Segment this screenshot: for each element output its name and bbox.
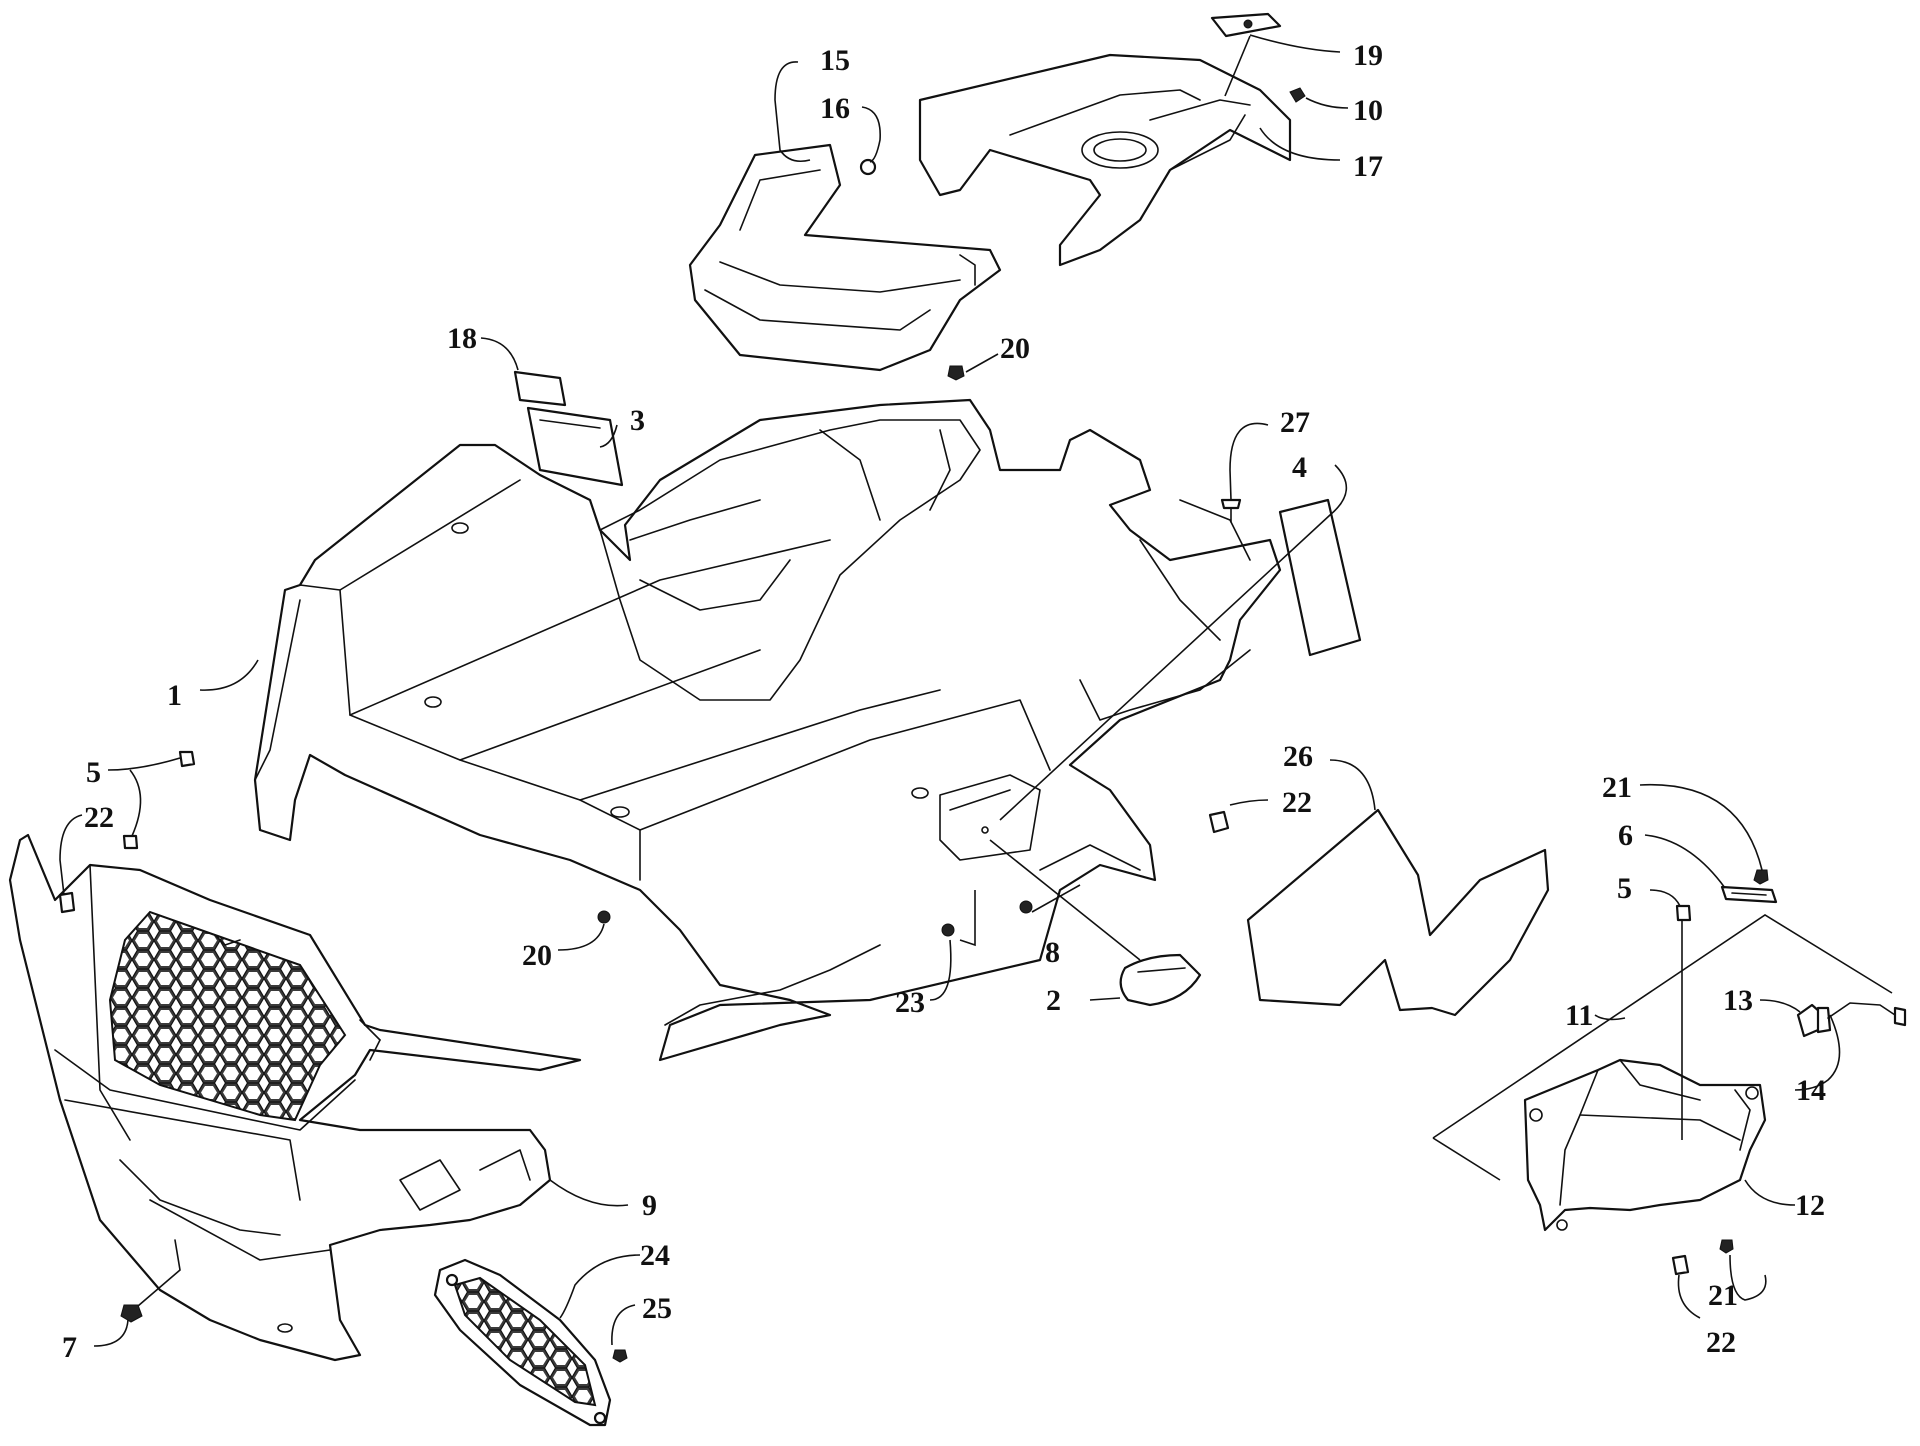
part-5-clip-right (1675, 904, 1692, 922)
part-2-lens (1119, 953, 1202, 1007)
part-12-headlight (1523, 1058, 1767, 1232)
part-20-screw-lower (597, 910, 611, 924)
part-17-rear-panel (918, 53, 1292, 267)
callout-10: 10 (1353, 94, 1383, 127)
callout-17: 17 (1353, 150, 1383, 183)
callout-13: 13 (1723, 984, 1753, 1017)
part-20-screw-top (947, 365, 965, 381)
part-5-clips-left (122, 750, 196, 850)
part-4-decal (1278, 498, 1362, 657)
callout-24: 24 (640, 1239, 670, 1272)
part-9-front-bumper (8, 833, 582, 1362)
part-11-assembly-box (1432, 914, 1893, 1181)
callout-21-bottom: 21 (1708, 1279, 1738, 1312)
part-22-nut-bottom (1671, 1254, 1690, 1276)
leader-lines (59, 34, 1841, 1347)
part-13-bulb (1796, 1002, 1907, 1038)
part-7-screw (120, 1304, 143, 1323)
callout-8: 8 (1045, 936, 1060, 969)
callout-11: 11 (1565, 999, 1593, 1032)
part-22-nut-left (58, 891, 76, 914)
callout-15: 15 (820, 44, 850, 77)
callout-16: 16 (820, 92, 850, 125)
callout-26: 26 (1283, 740, 1313, 773)
part-27-clip (1220, 498, 1242, 523)
callout-4: 4 (1292, 451, 1307, 484)
callout-22-left: 22 (84, 801, 114, 834)
part-10-nut (1289, 87, 1306, 103)
part-1-front-fender (253, 398, 1282, 1062)
callout-6: 6 (1618, 819, 1633, 852)
callout-25: 25 (642, 1292, 672, 1325)
part-19-decal (1210, 12, 1282, 38)
callout-23: 23 (895, 986, 925, 1019)
part-23-nut (941, 923, 955, 937)
part-25-screw (612, 1349, 628, 1363)
callout-22-right: 22 (1282, 786, 1312, 819)
callout-20-lower: 20 (522, 939, 552, 972)
part-6-bracket (1720, 885, 1778, 904)
callout-14: 14 (1796, 1074, 1826, 1107)
callout-18: 18 (447, 322, 477, 355)
callout-5-right: 5 (1617, 872, 1632, 905)
callout-20-top: 20 (1000, 332, 1030, 365)
part-15-cover (688, 143, 1002, 372)
callout-9: 9 (642, 1189, 657, 1222)
callout-labels: 1 2 3 4 5 5 6 7 8 9 10 11 12 13 14 15 16… (62, 39, 1826, 1364)
part-16-washer (859, 158, 877, 176)
callout-7: 7 (62, 1331, 77, 1364)
part-18-decal (513, 370, 567, 407)
part-26-decal (1246, 808, 1550, 1017)
callout-21-top: 21 (1602, 771, 1632, 804)
part-24-side-grille (433, 1258, 612, 1427)
part-22-nut-right (1208, 810, 1230, 834)
callout-3: 3 (630, 404, 645, 437)
part-8-nut (1019, 900, 1033, 914)
callout-2: 2 (1046, 984, 1061, 1017)
callout-19: 19 (1353, 39, 1383, 72)
callout-22-bottom: 22 (1706, 1326, 1736, 1359)
callout-27: 27 (1280, 406, 1310, 439)
callout-1: 1 (167, 679, 182, 712)
part-3-decal (526, 406, 624, 487)
part-21-screw-top (1753, 869, 1769, 885)
callout-5-left: 5 (86, 756, 101, 789)
part-21-screw-bottom (1719, 1239, 1734, 1254)
callout-12: 12 (1795, 1189, 1825, 1222)
